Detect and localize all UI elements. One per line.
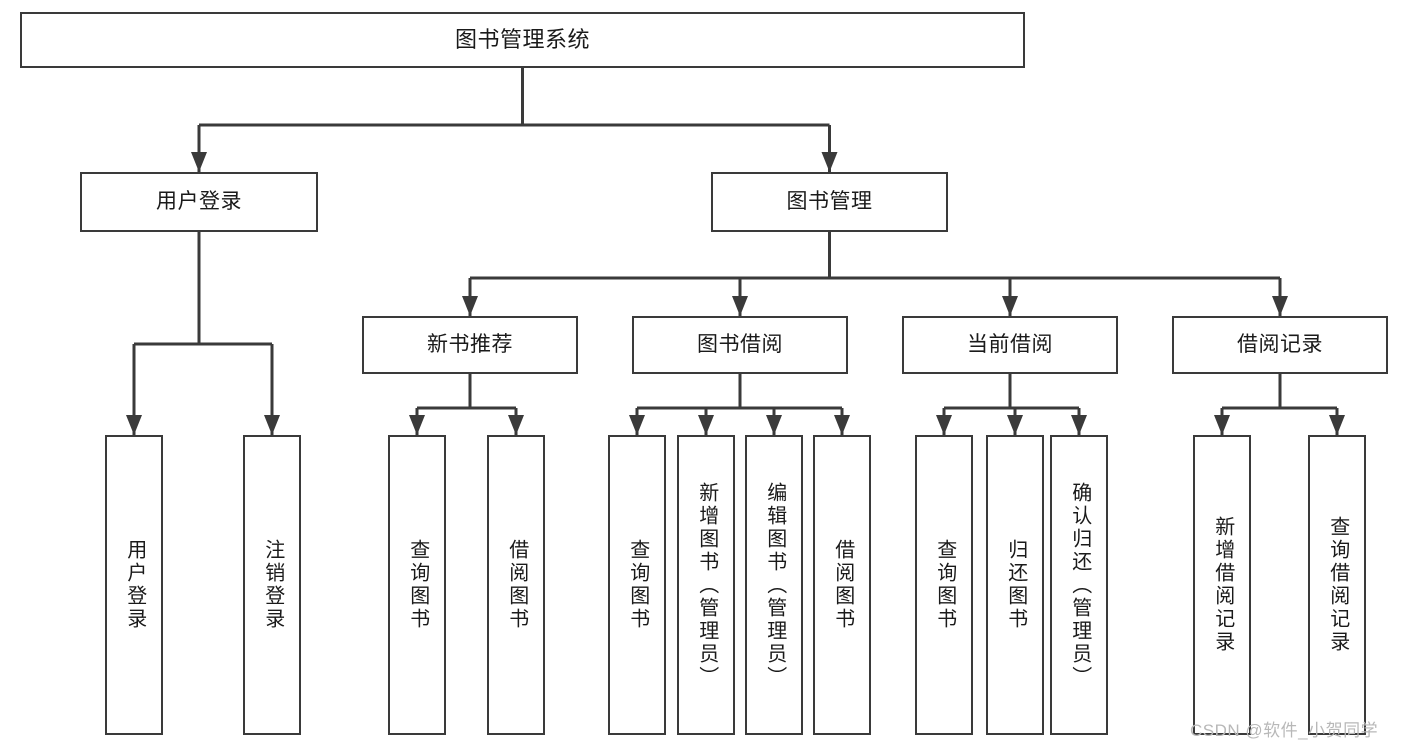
node-leaf8[interactable]: 借阅图书 xyxy=(813,435,871,735)
node-label: 图书借阅 xyxy=(697,332,783,356)
node-label: 查询图书 xyxy=(406,539,429,631)
node-login[interactable]: 用户登录 xyxy=(80,172,318,232)
node-label: 当前借阅 xyxy=(967,332,1053,356)
node-label: 确认归还（管理员） xyxy=(1068,481,1091,689)
node-leaf12[interactable]: 新增借阅记录 xyxy=(1193,435,1251,735)
node-label: 借阅图书 xyxy=(505,539,528,631)
node-label: 注销登录 xyxy=(261,539,284,631)
node-leaf2[interactable]: 注销登录 xyxy=(243,435,301,735)
watermark-label: CSDN @软件_小贺同学 xyxy=(1190,721,1379,740)
node-leaf13[interactable]: 查询借阅记录 xyxy=(1308,435,1366,735)
node-borrow[interactable]: 图书借阅 xyxy=(632,316,848,374)
node-label: 归还图书 xyxy=(1004,539,1027,631)
node-records[interactable]: 借阅记录 xyxy=(1172,316,1388,374)
node-label: 编辑图书（管理员） xyxy=(763,481,786,689)
node-label: 查询借阅记录 xyxy=(1326,516,1349,654)
node-label: 用户登录 xyxy=(156,189,242,213)
node-newbook[interactable]: 新书推荐 xyxy=(362,316,578,374)
node-label: 用户登录 xyxy=(123,539,146,631)
node-root[interactable]: 图书管理系统 xyxy=(20,12,1025,68)
node-leaf9[interactable]: 查询图书 xyxy=(915,435,973,735)
node-label: 借阅图书 xyxy=(831,539,854,631)
node-leaf4[interactable]: 借阅图书 xyxy=(487,435,545,735)
node-label: 新增图书（管理员） xyxy=(695,481,718,689)
node-leaf7[interactable]: 编辑图书（管理员） xyxy=(745,435,803,735)
node-label: 新书推荐 xyxy=(427,332,513,356)
node-leaf5[interactable]: 查询图书 xyxy=(608,435,666,735)
node-leaf10[interactable]: 归还图书 xyxy=(986,435,1044,735)
node-label: 图书管理 xyxy=(786,189,873,213)
node-leaf6[interactable]: 新增图书（管理员） xyxy=(677,435,735,735)
node-label: 查询图书 xyxy=(626,539,649,631)
node-label: 查询图书 xyxy=(933,539,956,631)
node-leaf11[interactable]: 确认归还（管理员） xyxy=(1050,435,1108,735)
node-label: 借阅记录 xyxy=(1237,332,1323,356)
node-label: 新增借阅记录 xyxy=(1211,516,1234,654)
node-label: 图书管理系统 xyxy=(454,27,590,53)
node-leaf1[interactable]: 用户登录 xyxy=(105,435,163,735)
node-bookmgmt[interactable]: 图书管理 xyxy=(711,172,948,232)
node-leaf3[interactable]: 查询图书 xyxy=(388,435,446,735)
node-current[interactable]: 当前借阅 xyxy=(902,316,1118,374)
